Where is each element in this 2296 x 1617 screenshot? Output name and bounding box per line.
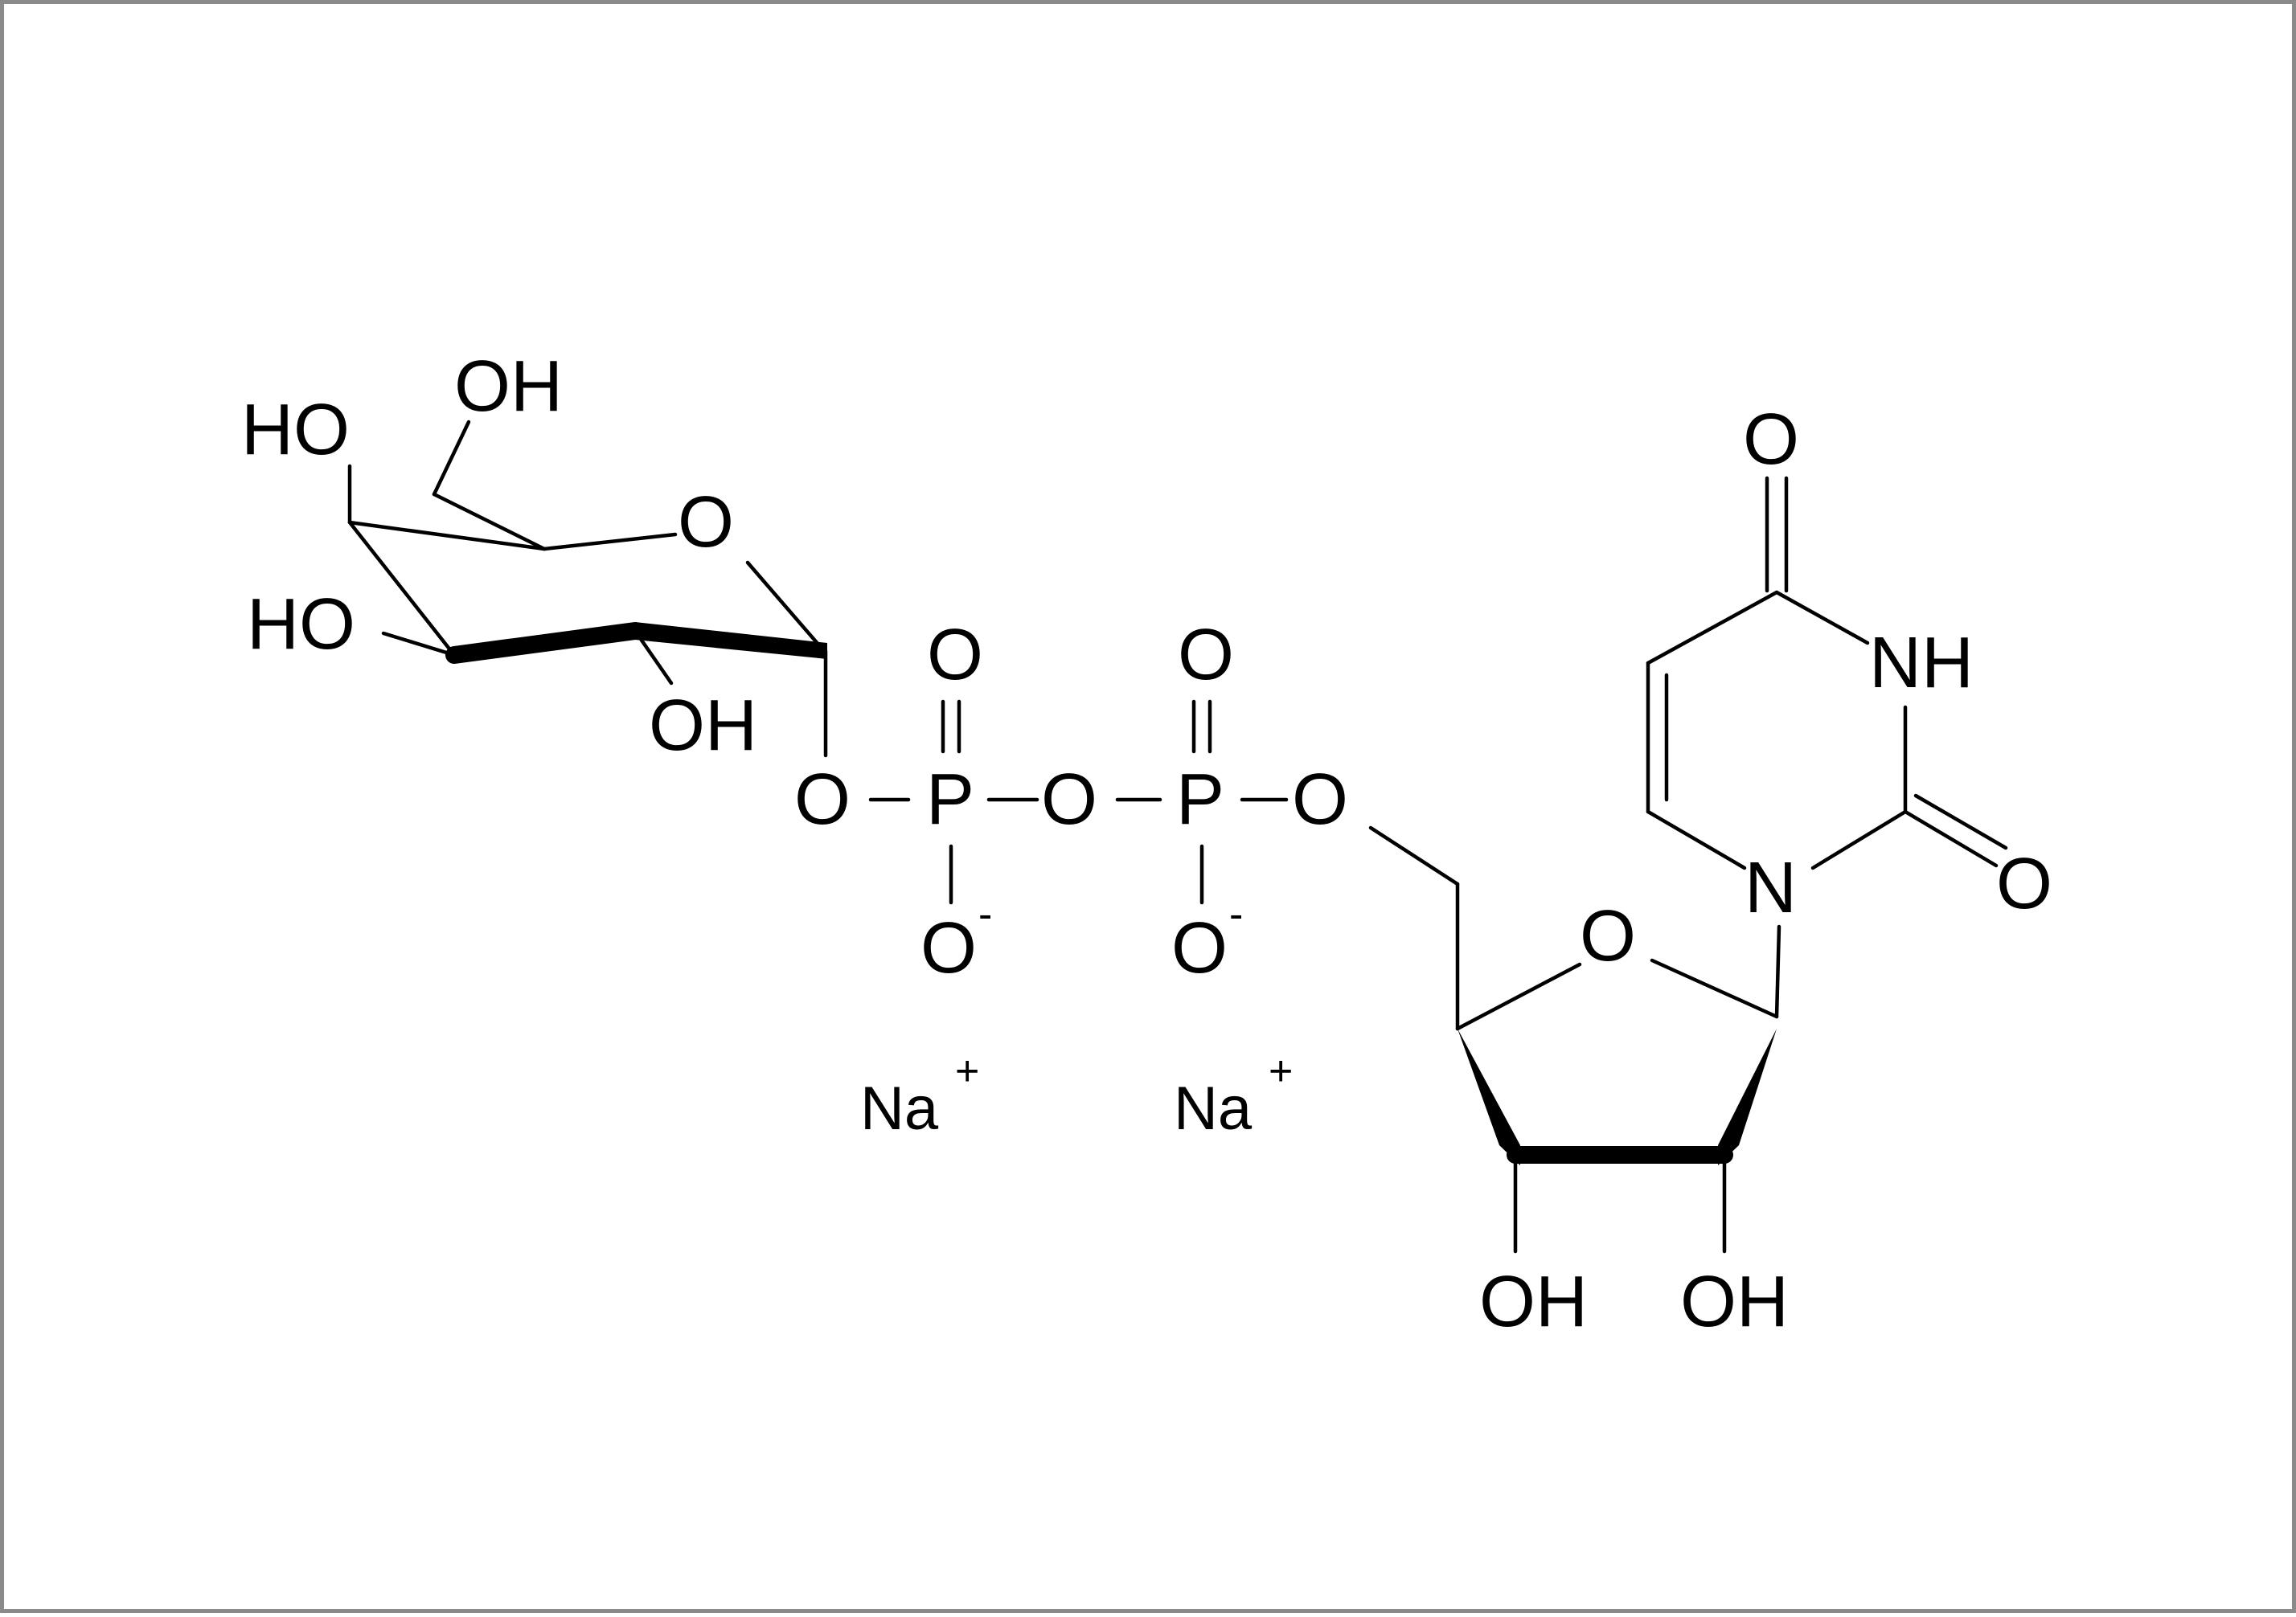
wedge-c1prime-c2prime — [1718, 1029, 1777, 1165]
bond-c5-c4 — [1646, 590, 1779, 665]
counterions: Na + Na + — [860, 1048, 1293, 1143]
bond-c5-c6 — [432, 492, 547, 551]
charge-minus-2: - — [1229, 891, 1243, 938]
atom-nh3: NH — [1869, 623, 1974, 703]
wedge-c2-c1 — [635, 622, 827, 659]
counterion-na-1-charge: + — [955, 1048, 979, 1095]
atom-oh-2prime: OH — [1680, 1262, 1789, 1342]
atom-o-c4: O — [1743, 399, 1799, 480]
atom-o-ring-ribose: O — [1580, 896, 1636, 976]
bond-c2-o-b — [1913, 793, 2008, 850]
diphosphate — [868, 699, 1289, 905]
galactose-ring — [347, 420, 828, 758]
charge-minus-1: - — [978, 891, 992, 938]
counterion-na-2: Na — [1174, 1075, 1253, 1143]
chemical-structure: OH HO HO OH O O P O O - O P O O - O O OH… — [241, 346, 2052, 1342]
atom-labels: OH HO HO OH O O P O O - O P O O - O O OH… — [241, 346, 2052, 1342]
atom-n1: N — [1745, 848, 1797, 928]
counterion-na-1: Na — [860, 1075, 939, 1143]
bond-c4-c3 — [347, 520, 457, 657]
atom-o-p1-double: O — [927, 615, 983, 695]
counterion-na-2-charge: + — [1269, 1048, 1293, 1095]
bond-c6-oh — [432, 420, 471, 497]
bond-ring-o-c1 — [745, 560, 826, 653]
bond-c3-ho — [381, 631, 457, 657]
wedge-c4prime-c3prime — [1458, 1029, 1520, 1165]
atom-p1: P — [926, 759, 974, 840]
bond-ring-o-c1prime — [1650, 958, 1779, 1019]
atom-o-5prime: O — [1292, 759, 1348, 840]
atom-ho-c4: HO — [241, 390, 350, 470]
bond-o5-c5prime — [1368, 825, 1460, 886]
bond-n1-c6 — [1646, 809, 1747, 870]
bond-c2-oh — [633, 628, 674, 686]
bond-c5-ring-o — [542, 532, 678, 551]
atom-p2: P — [1176, 759, 1224, 840]
atom-oh-c2: OH — [649, 686, 757, 766]
bond-c4prime-ring-o — [1455, 962, 1582, 1031]
bond-c4-c5 — [347, 520, 547, 551]
uracil-ring — [1646, 476, 2008, 870]
bond-c2-o-a — [1903, 809, 1999, 868]
bond-c4-n3 — [1774, 590, 1870, 645]
atom-o-p2-minus: O — [1171, 908, 1228, 989]
atom-oh-c6: OH — [454, 346, 563, 427]
bond-c2-n1 — [1810, 809, 1908, 870]
bond-c3-c2-bold — [445, 622, 644, 664]
atom-oh-3prime: OH — [1479, 1262, 1588, 1342]
bond-c1prime-n1 — [1774, 924, 1781, 1019]
atom-o-bridge: O — [1041, 759, 1097, 840]
atom-o-glycosidic: O — [794, 759, 851, 840]
atom-o-ring-galactose: O — [678, 482, 734, 563]
atom-ho-c3: HO — [247, 584, 355, 665]
ribose-ring — [1368, 825, 1781, 1254]
atom-o-c2: O — [1996, 844, 2052, 924]
atom-o-p1-minus: O — [920, 908, 977, 989]
atom-o-p2-double: O — [1178, 615, 1234, 695]
